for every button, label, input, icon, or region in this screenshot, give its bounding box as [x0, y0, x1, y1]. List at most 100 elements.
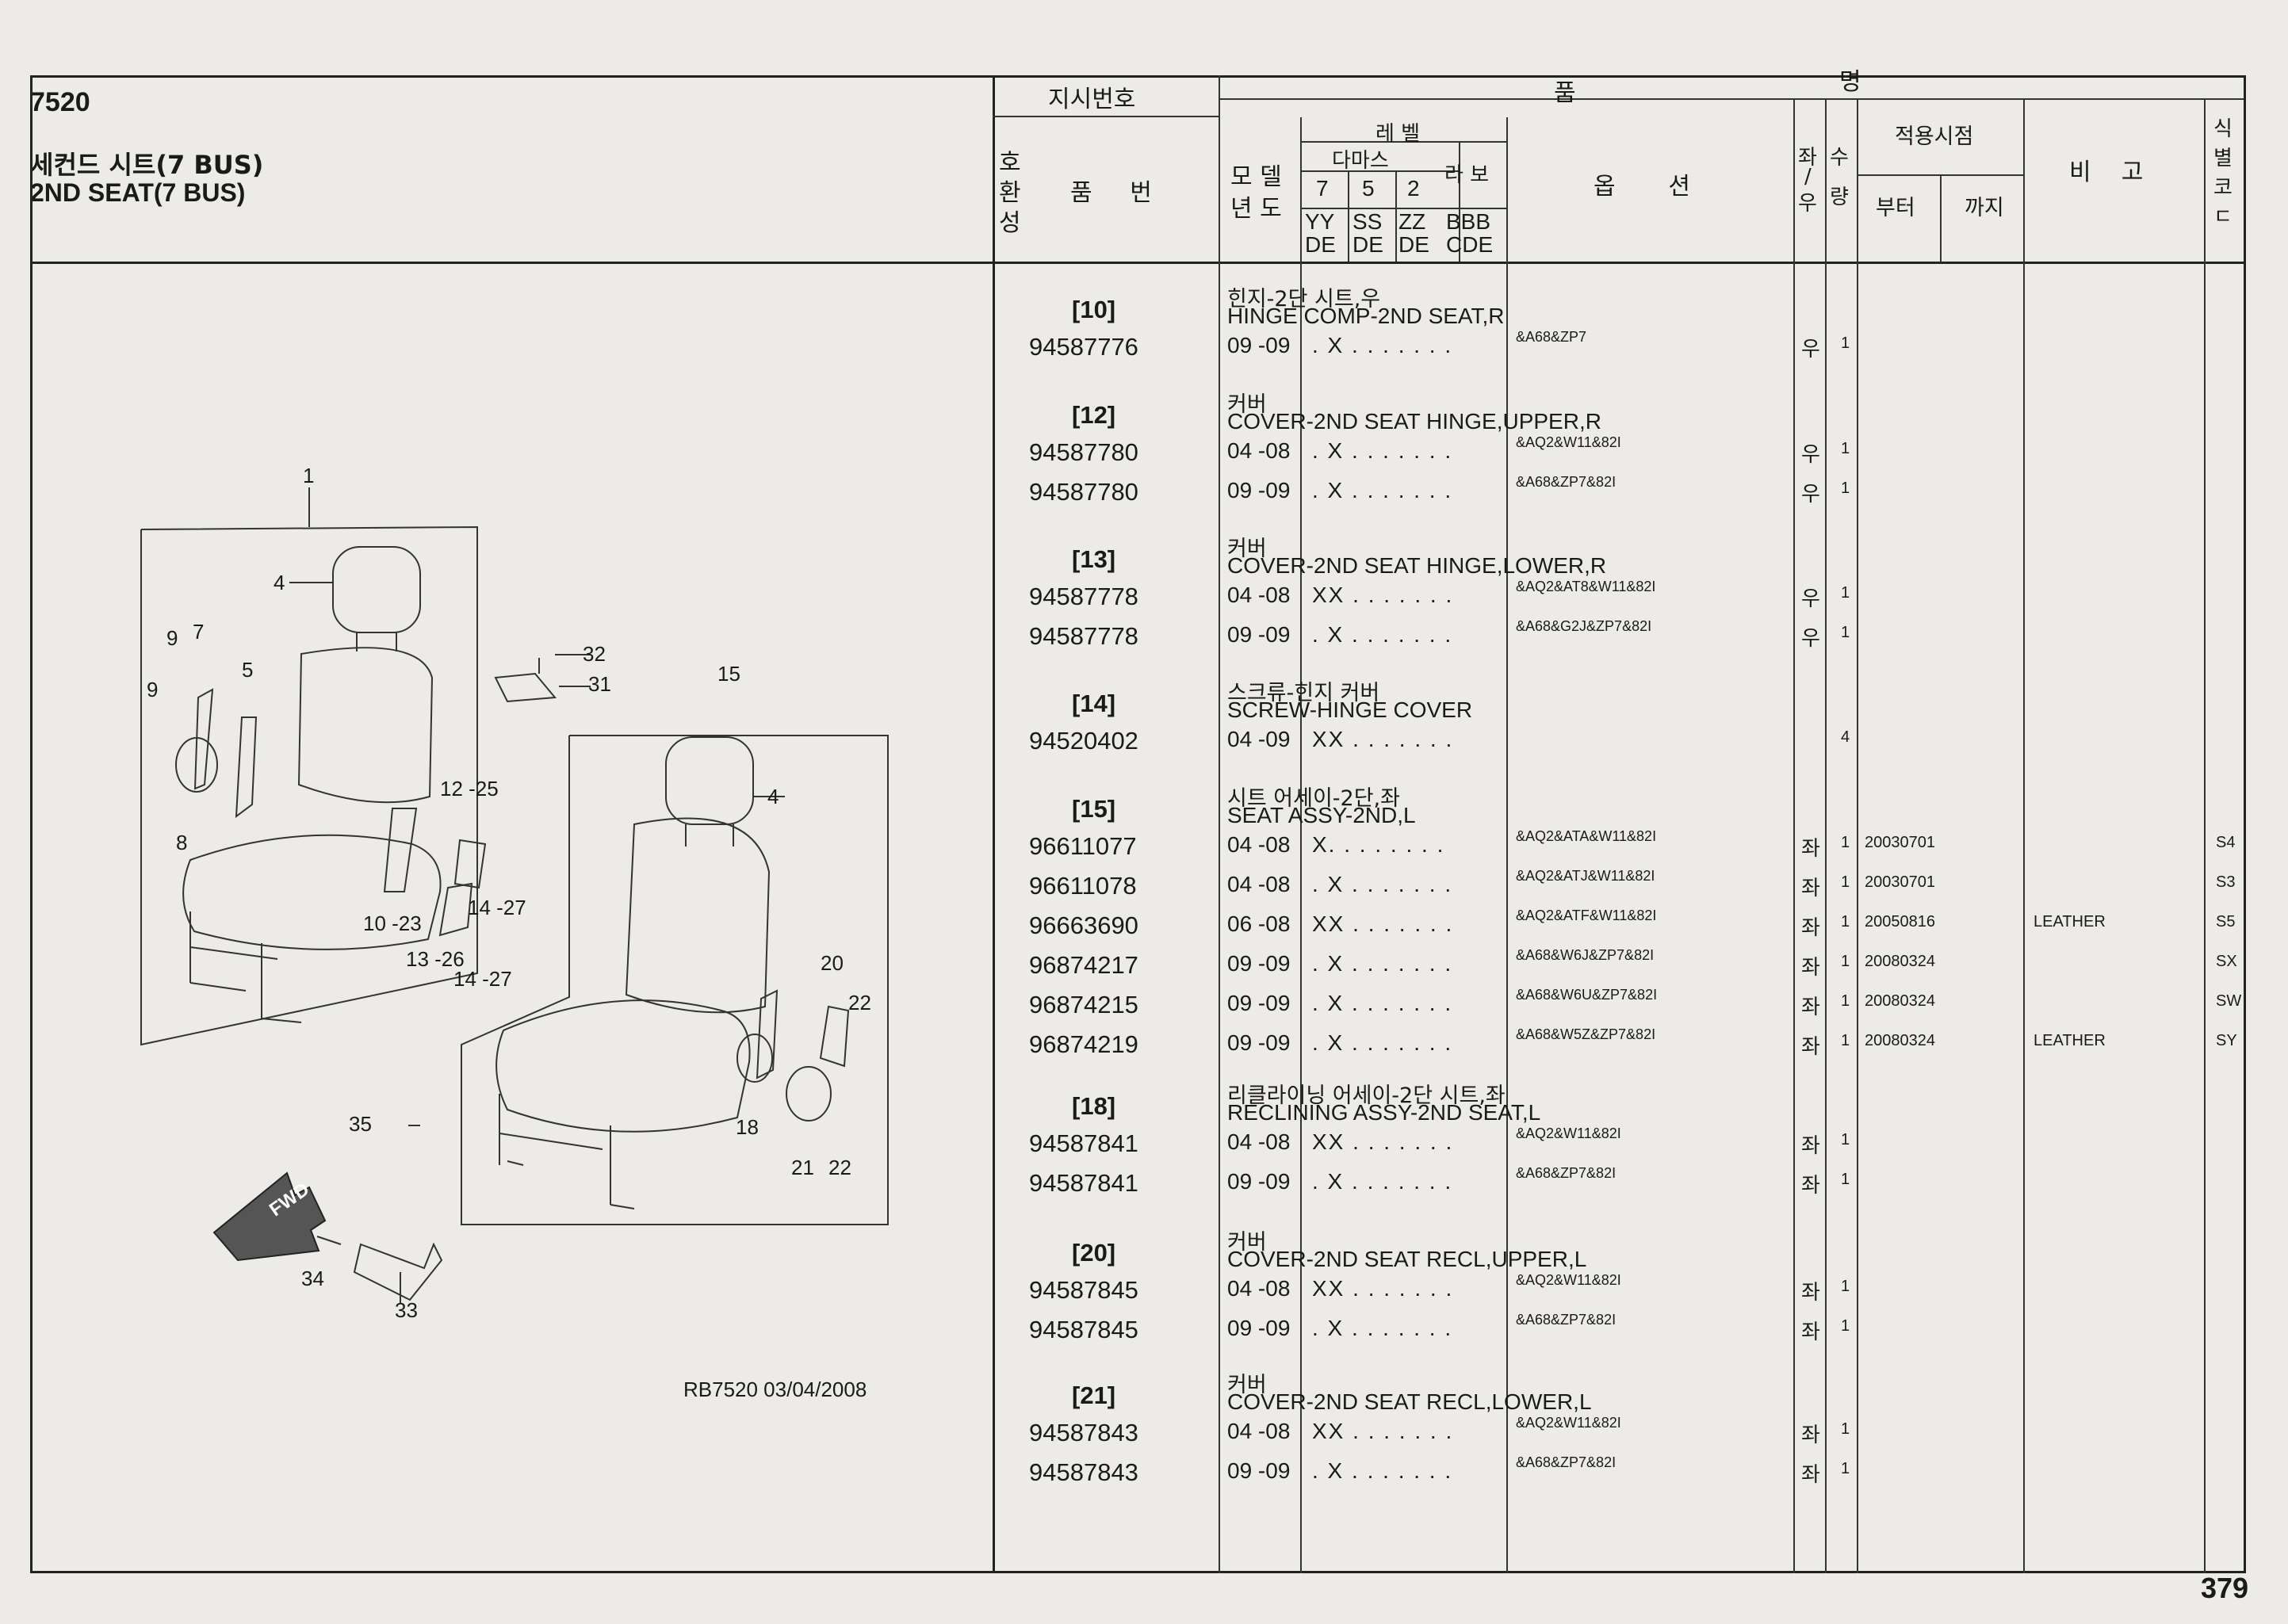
diagram-ref-code: RB7520 03/04/2008: [683, 1378, 867, 1401]
option-code: &A68&ZP7&82I: [1516, 1312, 1617, 1328]
option-code: &AQ2&W11&82I: [1516, 1125, 1621, 1141]
part-name-en: RECLINING ASSY-2ND SEAT,L: [1227, 1100, 1541, 1125]
part-number: 94587841: [1029, 1169, 1138, 1197]
part-number: 94587841: [1029, 1129, 1138, 1157]
group-ref: [21]: [1072, 1381, 1116, 1409]
header-labo: 라 보: [1444, 163, 1490, 187]
group-ref: [10]: [1072, 296, 1116, 323]
left-right: 우: [1801, 627, 1820, 651]
part-name-en: COVER-2ND SEAT HINGE,UPPER,R: [1227, 409, 1601, 434]
part-name-kr: 커버: [1227, 392, 1267, 417]
diagram-callout: 22: [828, 1156, 851, 1179]
header-code-cde: CDE: [1446, 232, 1494, 257]
part-number: 94520402: [1029, 727, 1138, 755]
left-right: 좌: [1801, 1035, 1820, 1059]
level-marks: . X . . . . . . .: [1312, 1316, 1453, 1340]
exploded-diagram: [140, 487, 889, 1304]
header-instruction-no: 지시번호: [1048, 86, 1136, 113]
group-ref: [20]: [1072, 1239, 1116, 1267]
header-from: 부터: [1876, 196, 1915, 220]
header-idcode: 식 별 코 ㄷ: [2213, 117, 2233, 229]
diagram-callout: 4: [274, 571, 285, 594]
header-model: 모 델: [1230, 163, 1282, 191]
part-name-en: COVER-2ND SEAT RECL,UPPER,L: [1227, 1247, 1587, 1271]
left-right: 좌: [1801, 956, 1820, 980]
id-code: S3: [2216, 873, 2236, 891]
diagram-callout: 9: [166, 626, 178, 650]
header-code-zz: ZZ: [1398, 209, 1426, 234]
group-ref: [18]: [1072, 1092, 1116, 1120]
apply-from: 20050816: [1865, 913, 1935, 930]
level-marks: . X . . . . . . .: [1312, 872, 1453, 896]
header-hwan: 환: [999, 179, 1021, 207]
left-right: 좌: [1801, 1463, 1820, 1487]
header-lr-mid: /: [1804, 165, 1812, 189]
level-marks: . X . . . . . . .: [1312, 333, 1453, 357]
id-code: SW: [2216, 992, 2242, 1010]
quantity: 1: [1841, 334, 1850, 352]
header-apply: 적용시점: [1895, 124, 1974, 149]
part-number: 94587778: [1029, 583, 1138, 610]
part-name-kr: 커버: [1227, 537, 1267, 561]
left-right: 좌: [1801, 877, 1820, 900]
diagram-callout: 9: [147, 678, 159, 701]
option-code: &A68&G2J&ZP7&82I: [1516, 618, 1652, 634]
level-marks: . X . . . . . . .: [1312, 1169, 1453, 1194]
header-ho: 호: [999, 149, 1021, 177]
id-code: S5: [2216, 913, 2236, 930]
level-marks: X. . . . . . . .: [1312, 832, 1445, 857]
left-right: 좌: [1801, 1174, 1820, 1198]
diagram-callout: 13 -26: [406, 947, 465, 971]
header-code-de2: DE: [1353, 232, 1383, 257]
option-code: &A68&W6J&ZP7&82I: [1516, 947, 1655, 963]
left-right: 좌: [1801, 1281, 1820, 1305]
option-code: &A68&ZP7&82I: [1516, 1165, 1617, 1181]
level-marks: . X . . . . . . .: [1312, 1030, 1453, 1055]
option-code: &AQ2&ATF&W11&82I: [1516, 908, 1657, 923]
part-name-en: COVER-2ND SEAT HINGE,LOWER,R: [1227, 553, 1607, 578]
diagram-callout: 32: [583, 642, 606, 666]
col-line-option: [1793, 98, 1795, 1573]
level-marks: XX . . . . . . .: [1312, 727, 1454, 751]
part-number: 94587843: [1029, 1458, 1138, 1486]
part-number: 96663690: [1029, 911, 1138, 939]
col-line-part: [1219, 75, 1220, 1573]
header-part-no: 품 번: [1070, 179, 1152, 207]
part-name-kr: 리클라이닝 어세이-2단 시트,좌: [1227, 1083, 1506, 1108]
header-lr-top: 좌: [1798, 146, 1817, 170]
section-title-kr: 세컨드 시트(7 BUS): [30, 150, 264, 180]
part-number: 94587778: [1029, 622, 1138, 650]
header-line: [1459, 141, 1460, 262]
section-code: 7520: [30, 87, 90, 117]
header-line: [1395, 170, 1397, 262]
model-year: 09 -09: [1227, 333, 1291, 357]
part-number: 96611077: [1029, 832, 1137, 860]
section-title-en: 2ND SEAT(7 BUS): [30, 178, 246, 207]
left-right: 좌: [1801, 1320, 1820, 1344]
model-year: 09 -09: [1227, 991, 1291, 1015]
header-remark: 비 고: [2069, 159, 2144, 186]
header-lr-bot: 우: [1798, 192, 1817, 216]
part-number: 94587780: [1029, 438, 1138, 466]
left-right: 좌: [1801, 1134, 1820, 1158]
header-lv2: 2: [1407, 176, 1420, 201]
model-year: 04 -08: [1227, 1276, 1291, 1301]
part-name-kr: 힌지-2단 시트,우: [1227, 287, 1381, 311]
header-part-name-2: 명: [1839, 68, 1861, 96]
part-name-kr: 커버: [1227, 1230, 1267, 1255]
quantity: 1: [1841, 1171, 1850, 1188]
part-name-kr: 시트 어세이-2단,좌: [1227, 786, 1400, 811]
quantity: 1: [1841, 873, 1850, 891]
level-marks: . X . . . . . . .: [1312, 438, 1453, 463]
diagram-callout: 10 -23: [363, 911, 422, 935]
quantity: 1: [1841, 1278, 1850, 1295]
group-ref: [14]: [1072, 690, 1116, 717]
model-year: 04 -08: [1227, 1419, 1291, 1443]
col-line-qty: [1857, 98, 1858, 1573]
left-right: 좌: [1801, 995, 1820, 1019]
group-ref: [12]: [1072, 401, 1116, 429]
left-right: 좌: [1801, 1423, 1820, 1447]
diagram-divider: [993, 75, 995, 1573]
model-year: 04 -08: [1227, 583, 1291, 607]
